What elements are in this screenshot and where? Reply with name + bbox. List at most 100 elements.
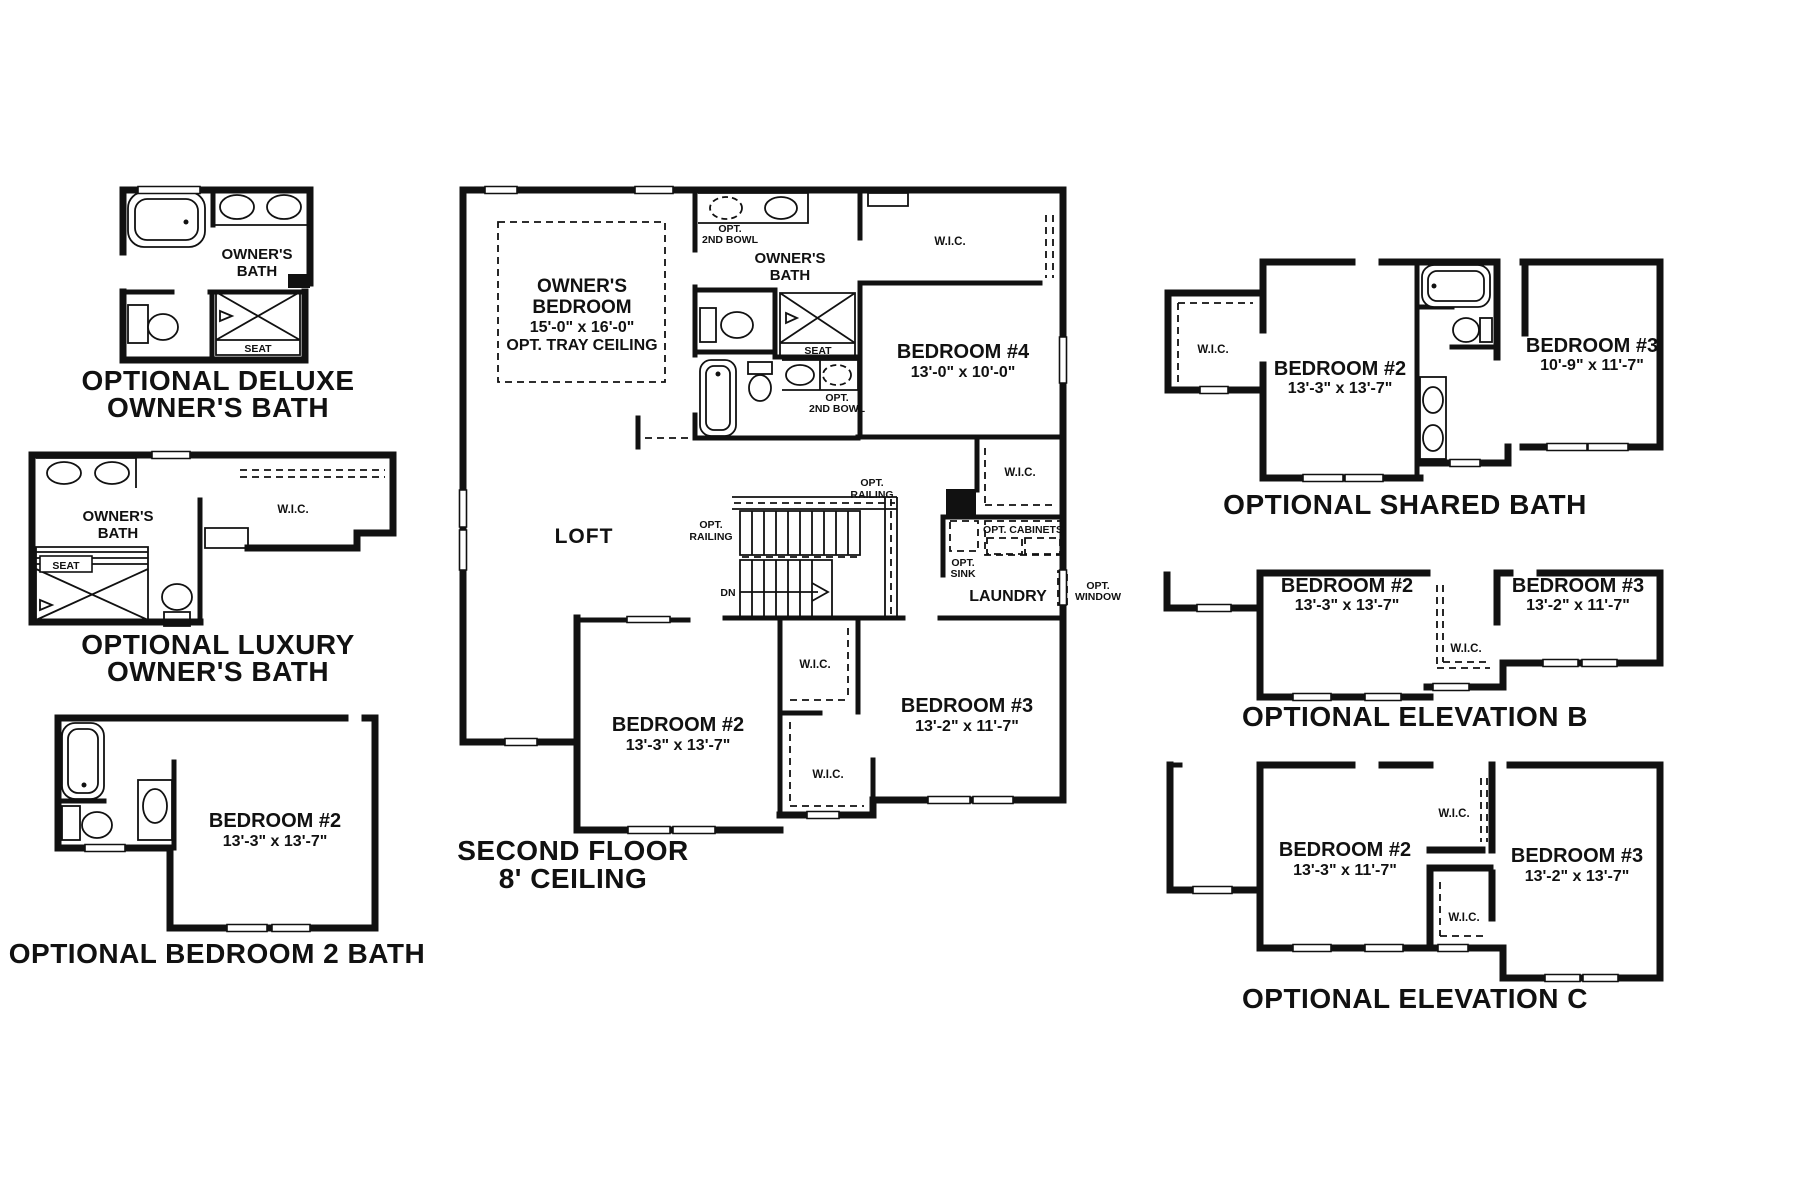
toilet-bowl (1452, 317, 1480, 343)
sink-basin (142, 788, 168, 824)
opt-2nd-bowl-label: OPT. (825, 392, 848, 404)
optional-sink-icon (822, 364, 852, 386)
opt-2nd-bowl-label: 2ND BOWL (809, 403, 866, 415)
room-label: BEDROOM #3 (1512, 575, 1644, 597)
wall (1166, 761, 1664, 982)
window (84, 843, 311, 933)
wic-label: W.I.C. (1448, 912, 1479, 924)
wic-label: W.I.C. (812, 769, 843, 781)
diagram-caption: OPTIONAL BEDROOM 2 BATH (9, 938, 425, 969)
closet-rod (240, 469, 385, 478)
wic-label: W.I.C. (1438, 808, 1469, 820)
sink-icon (137, 779, 173, 841)
wall (1163, 569, 1664, 701)
opt-cabinets-label: OPT. CABINETS (983, 524, 1063, 536)
toilet-tank (1479, 317, 1493, 343)
tub-basin (1427, 270, 1485, 302)
opt-railing-label: RAILING (850, 489, 893, 501)
sink-icon (94, 461, 130, 485)
room-dims: 15'-0" x 16'-0" (530, 319, 635, 336)
wall (1164, 258, 1664, 482)
room-label: OWNER'S (82, 508, 153, 525)
shower-outline (779, 292, 856, 358)
seat-label: SEAT (244, 343, 272, 355)
toilet-tank (699, 307, 717, 343)
vanity-counter (36, 457, 249, 627)
tub-basin (134, 198, 199, 241)
optional-elevation-b-plan: BEDROOM #2 13'-3" x 13'-7" W.I.C. BEDROO… (1163, 569, 1664, 732)
tub-drain (183, 219, 189, 225)
opt-railing-label: RAILING (689, 531, 732, 543)
toilet-tank (61, 805, 81, 841)
diagram-caption: OPTIONAL DELUXE (81, 365, 354, 396)
room-dims: 13'-0" x 10'-0" (911, 364, 1016, 381)
showerhead (39, 598, 55, 612)
room-label: LOFT (555, 525, 614, 548)
wic-label: W.I.C. (1004, 467, 1035, 479)
shower-outline (215, 291, 301, 356)
room-dims: 13'-3" x 11'-7" (1293, 862, 1397, 879)
seat-bench (39, 555, 93, 573)
tub-drain (715, 371, 721, 377)
room-dims: 10'-9" x 11'-7" (1540, 357, 1644, 374)
wic-label: W.I.C. (799, 659, 830, 671)
room-label: BATH (237, 263, 278, 280)
optional-elevation-c-plan: BEDROOM #2 13'-3" x 11'-7" W.I.C. W.I.C.… (1166, 761, 1664, 1014)
wall-post (946, 489, 976, 518)
toilet-bowl (748, 374, 772, 402)
diagram-caption: OPTIONAL SHARED BATH (1223, 489, 1587, 520)
optional-sink-icon (709, 196, 743, 220)
vanity-counter (698, 192, 859, 391)
wic-label: W.I.C. (1450, 643, 1481, 655)
wic-label: W.I.C. (1197, 344, 1228, 356)
toilet-bowl (147, 313, 179, 341)
toilet-icon (127, 304, 179, 344)
tub-drain (81, 782, 87, 788)
tray-ceiling-outline (497, 221, 666, 383)
room-dims: 13'-2" x 11'-7" (915, 718, 1019, 735)
window (1192, 885, 1619, 983)
sink-icon (219, 194, 255, 220)
wall-post (288, 274, 310, 288)
opt-sink-label: SINK (950, 568, 976, 580)
shower-icon (215, 291, 301, 356)
room-dims: 13'-3" x 13'-7" (626, 737, 731, 754)
second-floor-plan: OWNER'S BEDROOM 15'-0" x 16'-0" OPT. TRA… (457, 185, 1121, 894)
toilet-icon (1452, 317, 1493, 343)
diagram-caption: OWNER'S BATH (107, 392, 329, 423)
sink-icon (785, 364, 815, 386)
closet-dashed (1436, 585, 1490, 669)
tub-basin (705, 365, 731, 431)
closet-shelf (867, 192, 909, 207)
closet-dashed (789, 628, 864, 807)
room-dims: 13'-3" x 13'-7" (1288, 380, 1393, 397)
wic-label: W.I.C. (934, 236, 965, 248)
stair-treads (739, 510, 861, 619)
room-label: BEDROOM #3 (1511, 845, 1643, 867)
room-dims: 13'-3" x 13'-7" (1295, 597, 1400, 614)
railing-dashed (734, 499, 895, 616)
toilet-icon (61, 805, 113, 841)
room-label: BEDROOM #2 (612, 714, 744, 736)
optional-deluxe-owners-bath-plan: OWNER'S BATH SEAT OPTIONAL DELUXE OWNER'… (81, 185, 354, 423)
opt-2nd-bowl-label: OPT. (718, 223, 741, 235)
bathtub-icon (1421, 264, 1491, 308)
window (458, 185, 1068, 835)
showerhead (219, 309, 235, 323)
optional-bedroom2-bath-plan: BEDROOM #2 13'-3" x 13'-7" OPTIONAL BEDR… (9, 714, 425, 969)
sink-icon (1422, 424, 1444, 452)
toilet-bowl (720, 311, 754, 339)
wall (55, 759, 177, 851)
room-label: LAUNDRY (969, 588, 1047, 605)
plan-caption: SECOND FLOOR (457, 835, 689, 866)
opt-window-label: OPT. (1086, 580, 1109, 592)
seat-label: SEAT (52, 560, 80, 572)
window (137, 185, 201, 195)
toilet-bowl (161, 583, 193, 611)
toilet-tank (127, 304, 149, 344)
opt-railing-label: OPT. (860, 477, 883, 489)
closet-dashed (1177, 302, 1253, 382)
down-arrow (740, 582, 830, 602)
toilet-tank (747, 361, 773, 375)
